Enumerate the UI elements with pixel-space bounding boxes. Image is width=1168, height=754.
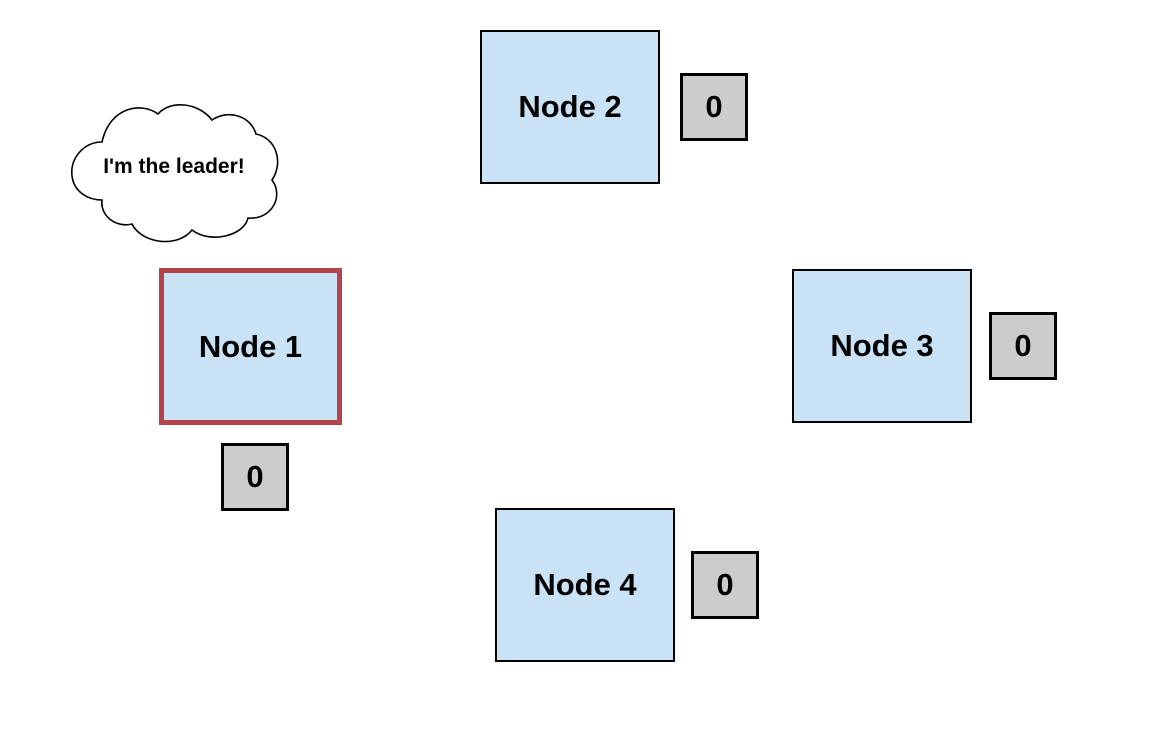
node-2-counter: 0 [680,73,748,141]
thought-cloud [71,104,279,243]
node-3-counter: 0 [989,312,1057,380]
leader-bubble-text: I'm the leader! [103,155,245,178]
node-4-counter: 0 [691,551,759,619]
node-1: Node 1 [159,268,342,425]
node-2: Node 2 [480,30,660,184]
node-3: Node 3 [792,269,972,423]
node-4: Node 4 [495,508,675,662]
node-1-counter: 0 [221,443,289,511]
